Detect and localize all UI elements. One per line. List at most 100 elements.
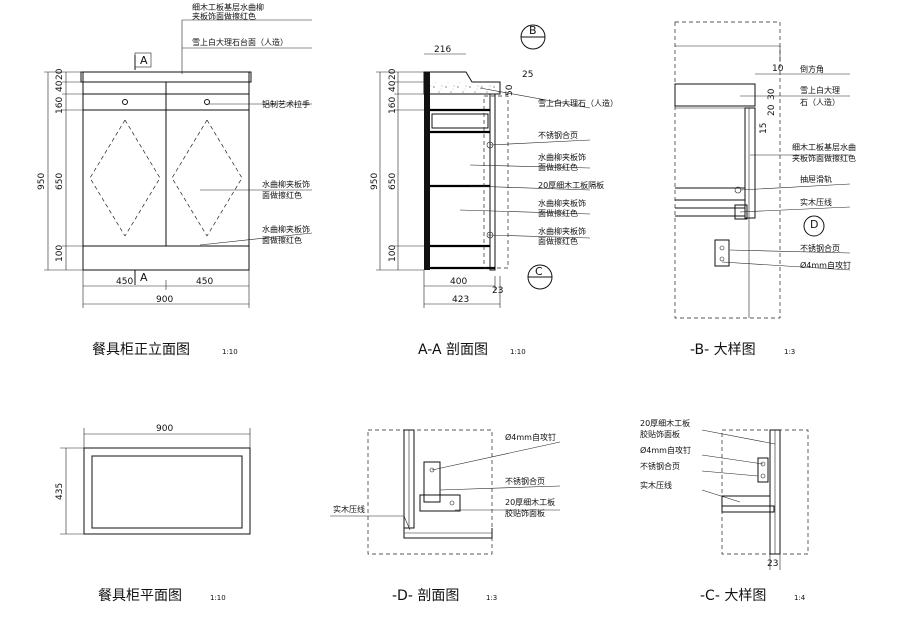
- note: 20厚细木工板隔板: [538, 180, 604, 190]
- marker-label: B: [529, 24, 537, 37]
- note: 实木压线: [333, 504, 365, 514]
- note: 夹板饰面做擦红色: [792, 153, 856, 163]
- dim-20: 20: [55, 68, 65, 80]
- detail-boundary: [721, 429, 809, 555]
- hinge: [714, 239, 730, 267]
- front-elevation: A A 20 40 160 650 100 950 450 450 900 细木…: [37, 2, 313, 358]
- section-mark-top: A: [140, 54, 148, 67]
- dim-20: 20: [767, 104, 777, 116]
- note: 不锈钢合页: [538, 130, 578, 140]
- hinge: [423, 461, 441, 503]
- drawing-scale: 1:3: [486, 594, 497, 602]
- note: 水曲柳夹板饰: [538, 152, 586, 162]
- drawing-title: 餐具柜平面图: [98, 588, 182, 604]
- dim-450-right: 450: [196, 277, 213, 287]
- dim-423: 423: [452, 295, 469, 305]
- note: 面做擦红色: [262, 235, 302, 245]
- dim-40: 40: [388, 80, 398, 92]
- note: Ø4mm自攻钉: [800, 260, 851, 270]
- drawing-title: -D- 剖面图: [392, 588, 459, 604]
- drawing-scale: 1:3: [784, 348, 795, 356]
- note: 胶贴饰面板: [505, 508, 545, 518]
- drawing-title: A-A 剖面图: [418, 342, 488, 358]
- note: 不锈钢合页: [800, 243, 840, 253]
- section-d: Ø4mm自攻钉 不锈钢合页 20厚细木工板 胶贴饰面板 实木压线 -D- 剖面图…: [330, 429, 561, 604]
- dim-900: 900: [156, 424, 173, 434]
- dim-10: 10: [772, 64, 784, 74]
- drawing-title: -B- 大样图: [690, 342, 756, 358]
- door-swing-right: [171, 119, 243, 237]
- dim-950: 950: [370, 173, 380, 190]
- marble-surface: [91, 455, 243, 529]
- dim-15: 15: [759, 123, 769, 134]
- note: 雪上白大理石台面（人造）: [192, 37, 288, 47]
- note: 20厚细木工板: [505, 497, 555, 507]
- door-swing-left: [89, 119, 161, 237]
- dim-216: 216: [434, 45, 451, 55]
- note: Ø4mm自攻钉: [640, 445, 691, 455]
- note: 铝制艺术拉手: [262, 99, 310, 109]
- dim-20: 20: [388, 68, 398, 80]
- note: 不锈钢合页: [505, 476, 545, 486]
- dim-100: 100: [388, 245, 398, 262]
- note: 面做擦红色: [538, 162, 578, 172]
- drawer-knob: [204, 99, 210, 105]
- countertop: [80, 71, 252, 83]
- drawing-scale: 1:10: [222, 348, 238, 356]
- dim-40: 40: [55, 80, 65, 92]
- plan-view: 900 435 餐具柜平面图 1:10: [55, 424, 251, 604]
- note: 水曲柳夹板饰: [262, 179, 310, 189]
- note: 夹板饰面做擦红色: [192, 11, 256, 21]
- note: 雪上白大理石（人造）: [538, 98, 618, 108]
- dim-900: 900: [156, 295, 173, 305]
- note: 雪上白大理: [800, 85, 840, 95]
- detail-boundary: [674, 21, 781, 319]
- marble-top: [674, 83, 756, 107]
- hinge: [757, 457, 769, 483]
- section-aa: B C 216 25 50 20 40 160 650 100 950 400 …: [370, 24, 618, 358]
- dim-160: 160: [55, 97, 65, 114]
- dim-950: 950: [37, 173, 47, 190]
- drawer-box: [431, 113, 489, 129]
- note: 水曲柳夹板饰: [538, 226, 586, 236]
- dim-650: 650: [388, 173, 398, 190]
- note: 面做擦红色: [262, 190, 302, 200]
- note: 实木压线: [800, 197, 832, 207]
- note: 不锈钢合页: [640, 461, 680, 471]
- drawing-scale: 1:10: [510, 348, 526, 356]
- note: 水曲柳夹板饰: [538, 198, 586, 208]
- detail-b: D 10 30 20 15 倒方角 雪上白大理 石（人造） 细木工板基层水曲 夹…: [674, 21, 856, 358]
- detail-c: 23 20厚细木工板 胶贴饰面板 Ø4mm自攻钉 不锈钢合页 实木压线 -C- …: [640, 418, 809, 604]
- note: 面做擦红色: [538, 236, 578, 246]
- note: Ø4mm自攻钉: [505, 432, 556, 442]
- dim-30: 30: [767, 88, 777, 100]
- note: 细木工板基层水曲: [792, 142, 856, 152]
- note: 胶贴饰面板: [640, 429, 680, 439]
- dim-160: 160: [388, 97, 398, 114]
- note: 倒方角: [800, 64, 824, 74]
- note: 20厚细木工板: [640, 418, 690, 428]
- drawing-scale: 1:4: [794, 594, 806, 602]
- plan-outline: [83, 447, 251, 535]
- detail-boundary: [367, 429, 493, 555]
- note: 石（人造）: [800, 97, 840, 107]
- dim-25: 25: [522, 70, 533, 80]
- note: 水曲柳夹板饰: [262, 224, 310, 234]
- note: 实木压线: [640, 480, 672, 490]
- drawer-knob: [122, 99, 128, 105]
- marker-label: C: [535, 265, 543, 278]
- marker-label: D: [810, 218, 818, 231]
- drawing-title: 餐具柜正立面图: [92, 342, 190, 358]
- drawing-title: -C- 大样图: [700, 588, 766, 604]
- dim-650: 650: [55, 173, 65, 190]
- note: 细木工板基层水曲柳: [192, 2, 264, 12]
- note: 面做擦红色: [538, 208, 578, 218]
- dim-50: 50: [505, 84, 515, 96]
- dim-100: 100: [55, 245, 65, 262]
- dim-435: 435: [55, 483, 65, 500]
- dim-400: 400: [450, 277, 467, 287]
- dim-23: 23: [492, 286, 503, 296]
- dim-23: 23: [767, 559, 778, 569]
- drawing-scale: 1:10: [210, 594, 226, 602]
